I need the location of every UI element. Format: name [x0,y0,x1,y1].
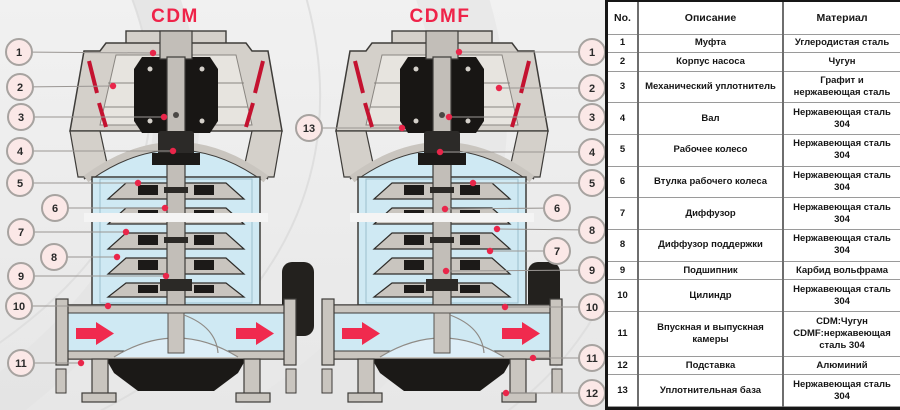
pump-diagrams [0,0,610,410]
cell-mat: Графит и нержавеющая сталь [782,71,900,104]
table-header-row: No. Описание Материал [608,2,900,35]
cell-no: 9 [608,261,638,281]
cell-mat: Карбид вольфрама [782,261,900,281]
cell-desc: Цилиндр [637,279,783,312]
cell-mat: Нержавеющая сталь 304 [782,197,900,231]
cell-mat: Нержавеющая сталь 304 [782,166,900,199]
cell-desc: Корпус насоса [637,52,783,72]
cell-desc: Диффузор [637,197,783,231]
cell-no: 2 [608,52,638,72]
cell-no: 4 [608,102,638,135]
cell-desc: Диффузор поддержки [637,229,783,262]
header-material: Материал [782,2,900,35]
cell-desc: Подшипник [637,261,783,281]
cell-desc: Вал [637,102,783,135]
cell-no: 6 [608,166,638,199]
header-description: Описание [637,2,783,35]
cell-mat: Углеродистая сталь [782,34,900,54]
cell-desc: Муфта [637,34,783,54]
cell-no: 12 [608,356,638,376]
cell-no: 8 [608,229,638,262]
cell-mat: Алюминий [782,356,900,376]
cell-mat: Нержавеющая сталь 304 [782,279,900,312]
cell-no: 13 [608,374,638,407]
cell-mat: Нержавеющая сталь 304 [782,134,900,167]
cdm-pump-diagram [56,31,296,402]
cdmf-title: CDMF [409,6,471,27]
cell-no: 5 [608,134,638,167]
header-no: No. [608,2,638,35]
cell-desc: Уплотнительная база [637,374,783,407]
cell-desc: Втулка рабочего колеса [637,166,783,199]
cell-desc: Впускная и выпускная камеры [637,311,783,357]
cell-no: 1 [608,34,638,54]
cell-mat: Чугун [782,52,900,72]
cell-no: 10 [608,279,638,312]
cell-mat: CDM:Чугун CDMF:нержавеющая сталь 304 [782,311,900,357]
cell-no: 7 [608,197,638,231]
cdmf-pump-diagram [322,31,562,402]
cell-mat: Нержавеющая сталь 304 [782,374,900,407]
cell-mat: Нержавеющая сталь 304 [782,102,900,135]
cell-desc: Подставка [637,356,783,376]
cell-no: 11 [608,311,638,357]
cell-mat: Нержавеющая сталь 304 [782,229,900,262]
cell-no: 3 [608,71,638,104]
cell-desc: Рабочее колесо [637,134,783,167]
cdm-title: CDM [151,6,199,27]
cell-desc: Механический уплотнитель [637,71,783,104]
